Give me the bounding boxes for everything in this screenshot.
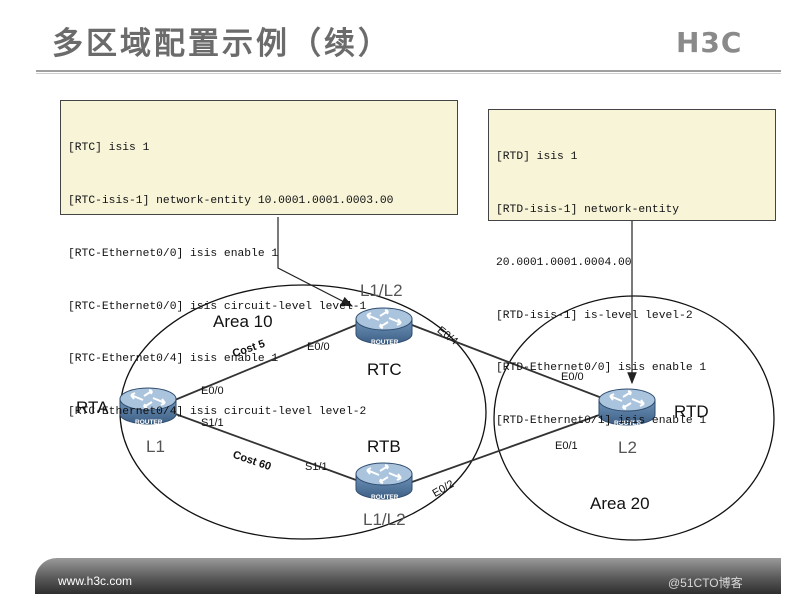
rtc-level-label: L1/L2 xyxy=(360,281,403,300)
rtb-level-label: L1/L2 xyxy=(363,510,406,529)
rtc-config-line: [RTC-Ethernet0/0] isis circuit-level lev… xyxy=(68,300,367,313)
link-rtc-rtd xyxy=(411,324,603,399)
rtd-config-box: [RTD] isis 1 [RTD-isis-1] network-entity… xyxy=(488,109,776,427)
rtd-config-line: [RTD] isis 1 xyxy=(496,151,578,164)
rtd-config-line: [RTD-isis-1] network-entity xyxy=(496,203,680,216)
rtc-config-line: [RTC] isis 1 xyxy=(68,142,150,155)
footer-bar xyxy=(35,558,781,594)
area-10-label: Area 10 xyxy=(213,312,273,331)
callout-arrow-rtc xyxy=(277,217,354,307)
rtc-config-line: [RTC-Ethernet0/4] isis circuit-level lev… xyxy=(68,406,367,419)
port-label-rtc-e00: E0/0 xyxy=(307,341,330,353)
rtc-name-label: RTC xyxy=(367,360,402,379)
watermark: @51CTO博客 xyxy=(668,576,743,590)
link-rtb-rtd xyxy=(411,413,603,483)
rtd-config-line: [RTD-Ethernet0/0] isis enable 1 xyxy=(496,362,707,375)
slide-title: 多区域配置示例（续） xyxy=(52,26,392,62)
router-badge-rtc: ROUTER xyxy=(371,339,399,346)
rtd-name-label: RTD xyxy=(674,402,709,421)
rtb-name-label: RTB xyxy=(367,437,401,456)
rtd-config-line: 20.0001.0001.0004.00 xyxy=(496,256,632,269)
rtc-config-line: [RTC-Ethernet0/4] isis enable 1 xyxy=(68,353,279,366)
port-label-rtd-e01: E0/1 xyxy=(555,440,578,452)
router-badge-rtb: ROUTER xyxy=(371,494,399,501)
router-badge-rta: ROUTER xyxy=(135,419,163,426)
h3c-logo: H3C xyxy=(676,26,743,59)
title-divider-secondary xyxy=(36,73,781,74)
rtd-config-line: [RTD-Ethernet0/1] isis enable 1 xyxy=(496,415,707,428)
port-label-rtd-e00: E0/0 xyxy=(561,371,584,383)
area-20-label: Area 20 xyxy=(590,494,650,513)
link-rta-rtc xyxy=(169,324,357,403)
port-label-rta-e00: E0/0 xyxy=(201,385,224,397)
rta-level-label: L1 xyxy=(146,437,165,456)
rtd-config-line: [RTD-isis-1] is-level level-2 xyxy=(496,309,693,322)
rta-name-label: RTA xyxy=(76,398,109,417)
link-rta-rtb xyxy=(169,411,357,481)
rtc-config-line: [RTC-Ethernet0/0] isis enable 1 xyxy=(68,247,279,260)
rtd-level-label: L2 xyxy=(618,438,637,457)
rtc-config-line: [RTC-isis-1] network-entity 10.0001.0001… xyxy=(68,194,394,207)
port-label-rta-s11: S1/1 xyxy=(201,417,224,429)
router-badge-rtd: ROUTER xyxy=(614,420,642,427)
area-20-boundary xyxy=(493,295,775,541)
footer-url: www.h3c.com xyxy=(58,574,133,588)
title-divider xyxy=(36,70,781,72)
rtc-config-box: [RTC] isis 1 [RTC-isis-1] network-entity… xyxy=(60,100,458,418)
port-label-rtb-s11: S1/1 xyxy=(305,461,328,473)
